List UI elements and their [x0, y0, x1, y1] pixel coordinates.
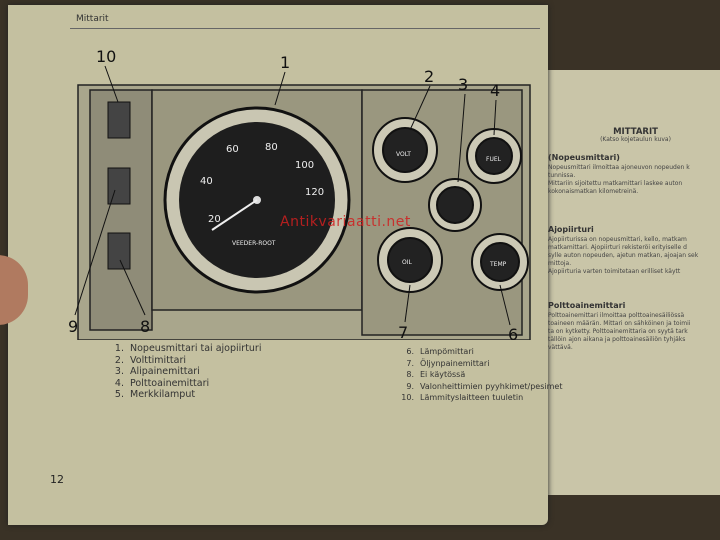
right-title: MITTARIT: [613, 127, 658, 137]
section-heading: Polttoainemittari: [548, 301, 626, 310]
paragraph-line: mittoja.: [548, 260, 572, 267]
volt-label: VOLT: [396, 151, 411, 158]
speed-tick: 40: [200, 176, 213, 187]
callout-2: 2: [424, 67, 434, 86]
callout-4: 4: [490, 81, 500, 100]
page-number: 12: [50, 473, 64, 486]
callout-3: 3: [458, 75, 468, 94]
right-page-text: MITTARIT (Katso kojetaulun kuva) (Nopeus…: [548, 128, 720, 352]
legend-item: 3.Alipainemittari: [114, 366, 200, 377]
legend-item: 9.Valonheittimien pyyhkimet/pesimet: [406, 381, 563, 391]
legend-item: 5.Merkkilamput: [114, 389, 196, 400]
legend-item: 6.Lämpömittari: [406, 347, 474, 356]
fuel-label: FUEL: [486, 156, 502, 163]
paragraph-line: Ajopiirturissa on nopeusmittari, kello, …: [548, 236, 687, 243]
small-gauges: [372, 117, 529, 293]
speed-tick: 60: [226, 144, 239, 155]
speed-tick: 20: [208, 214, 221, 225]
paragraph-line: vättävä.: [548, 344, 573, 351]
paragraph-line: sylle auton nopeuden, ajetun matkan, ajo…: [548, 252, 699, 259]
callout-6: 6: [508, 325, 518, 340]
legend-item: 10.Lämmityslaitteen tuuletin: [401, 393, 524, 402]
speed-tick: 120: [305, 187, 324, 198]
paragraph-line: tällöin ajon aikana ja polttoainesäiliön…: [548, 336, 686, 343]
header-divider: [70, 28, 540, 29]
callout-1: 1: [280, 53, 290, 72]
oil-label: OIL: [402, 259, 412, 266]
callout-9: 9: [68, 317, 78, 336]
section-heading: Ajopiirturi: [548, 225, 594, 234]
legend-right: 6.Lämpömittari 7.Öljynpainemittari 8.Ei …: [398, 346, 562, 404]
paragraph-line: Nopeusmittari ilmoittaa ajoneuvon nopeud…: [548, 164, 690, 171]
section-heading: (Nopeusmittari): [548, 153, 620, 162]
paragraph-line: kokonaismatkan kilometreinä.: [548, 188, 639, 195]
speed-tick: 100: [295, 160, 314, 171]
legend-item: 7.Öljynpainemittari: [406, 358, 490, 368]
right-subtitle: (Katso kojetaulun kuva): [600, 136, 671, 143]
speedo-brand: VEEDER-ROOT: [232, 240, 276, 247]
legend-left: 1.Nopeusmittari tai ajopiirturi 2.Voltti…: [108, 343, 262, 401]
callout-7: 7: [398, 323, 408, 340]
legend-item: 4.Polttoainemittari: [114, 377, 210, 389]
legend-item: 8.Ei käytössä: [406, 370, 466, 379]
speedometer: 20 40 60 80 100 120 VEEDER-ROOT: [163, 106, 351, 294]
paragraph-line: tunnissa.: [548, 172, 576, 179]
switches: [107, 101, 131, 270]
callout-8: 8: [140, 317, 150, 336]
dashboard-diagram: 20 40 60 80 100 120 VEEDER-ROOT VOLT FUE…: [68, 47, 531, 340]
paragraph-line: toaineen määrän. Mittari on sähköinen ja…: [548, 320, 691, 327]
temp-label: TEMP: [489, 261, 507, 268]
watermark: Antikvariaatti.net: [280, 214, 411, 230]
callout-10: 10: [96, 47, 116, 66]
paragraph-line: Ajopiirturia varten toimitetaan erillise…: [548, 268, 681, 275]
paragraph-line: Mittariin sijoitettu matkamittari laskee…: [548, 180, 683, 187]
paragraph-line: ta on kytketty. Polttoainemittaria on sy…: [548, 328, 688, 335]
paragraph-line: Polttoainemittari ilmoittaa polttoainesä…: [548, 312, 685, 319]
paragraph-line: matkamittari. Ajopiirturi rekisteröi eri…: [548, 244, 687, 251]
legend-item: 1.Nopeusmittari tai ajopiirturi: [114, 343, 262, 354]
legend-item: 2.Volttimittari: [114, 354, 187, 366]
page-header: Mittarit: [76, 14, 109, 24]
speed-tick: 80: [265, 142, 278, 153]
right-page: [540, 70, 720, 495]
